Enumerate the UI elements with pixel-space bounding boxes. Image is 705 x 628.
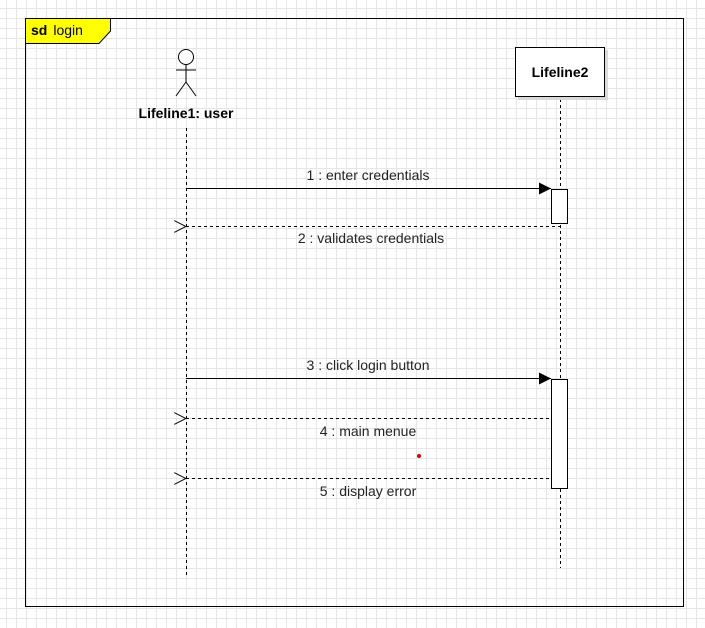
sd-frame-keyword: sd: [31, 22, 48, 38]
lifeline-user-label: Lifeline1: user: [138, 105, 234, 121]
activation-bar-2[interactable]: [551, 379, 568, 489]
message-4-label[interactable]: 4 : main menue: [319, 423, 417, 439]
message-5-label[interactable]: 5 : display error: [319, 483, 417, 499]
sd-frame-tab: [25, 18, 111, 44]
sd-frame[interactable]: [25, 18, 684, 607]
red-dot-marker: [417, 454, 421, 458]
lifeline-system-box[interactable]: Lifeline2: [515, 47, 605, 97]
message-1-label[interactable]: 1 : enter credentials: [306, 167, 430, 183]
activation-bar-1[interactable]: [551, 189, 568, 224]
message-3-label[interactable]: 3 : click login button: [306, 357, 430, 373]
sd-frame-name: login: [53, 22, 83, 38]
message-2-label[interactable]: 2 : validates credentials: [297, 230, 445, 246]
lifeline-system-label: Lifeline2: [531, 64, 589, 80]
actor-user-icon[interactable]: [175, 49, 197, 97]
